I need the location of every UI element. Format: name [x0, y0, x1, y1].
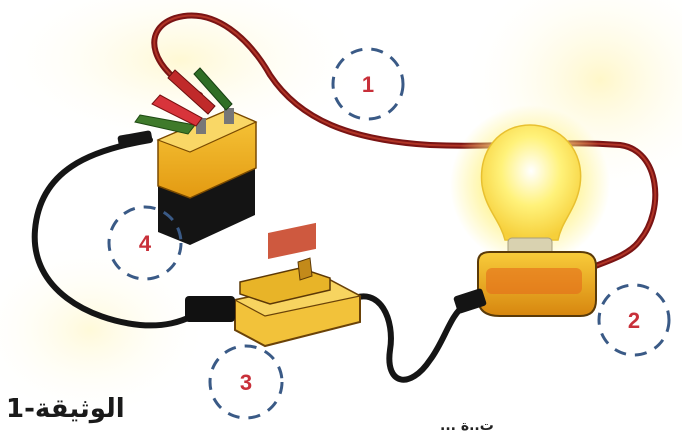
switch	[185, 223, 360, 346]
marker-3: 3	[210, 346, 282, 418]
marker-2: 2	[599, 285, 669, 355]
marker-4-number: 4	[139, 231, 152, 256]
marker-2-number: 2	[628, 308, 640, 333]
black-wire-right	[350, 296, 465, 379]
marker-3-number: 3	[240, 370, 252, 395]
document-label: الوثيقة-1	[6, 394, 125, 424]
marker-1-number: 1	[362, 72, 374, 97]
lamp	[450, 105, 610, 316]
caption-text: ت..ة ...	[440, 418, 494, 434]
